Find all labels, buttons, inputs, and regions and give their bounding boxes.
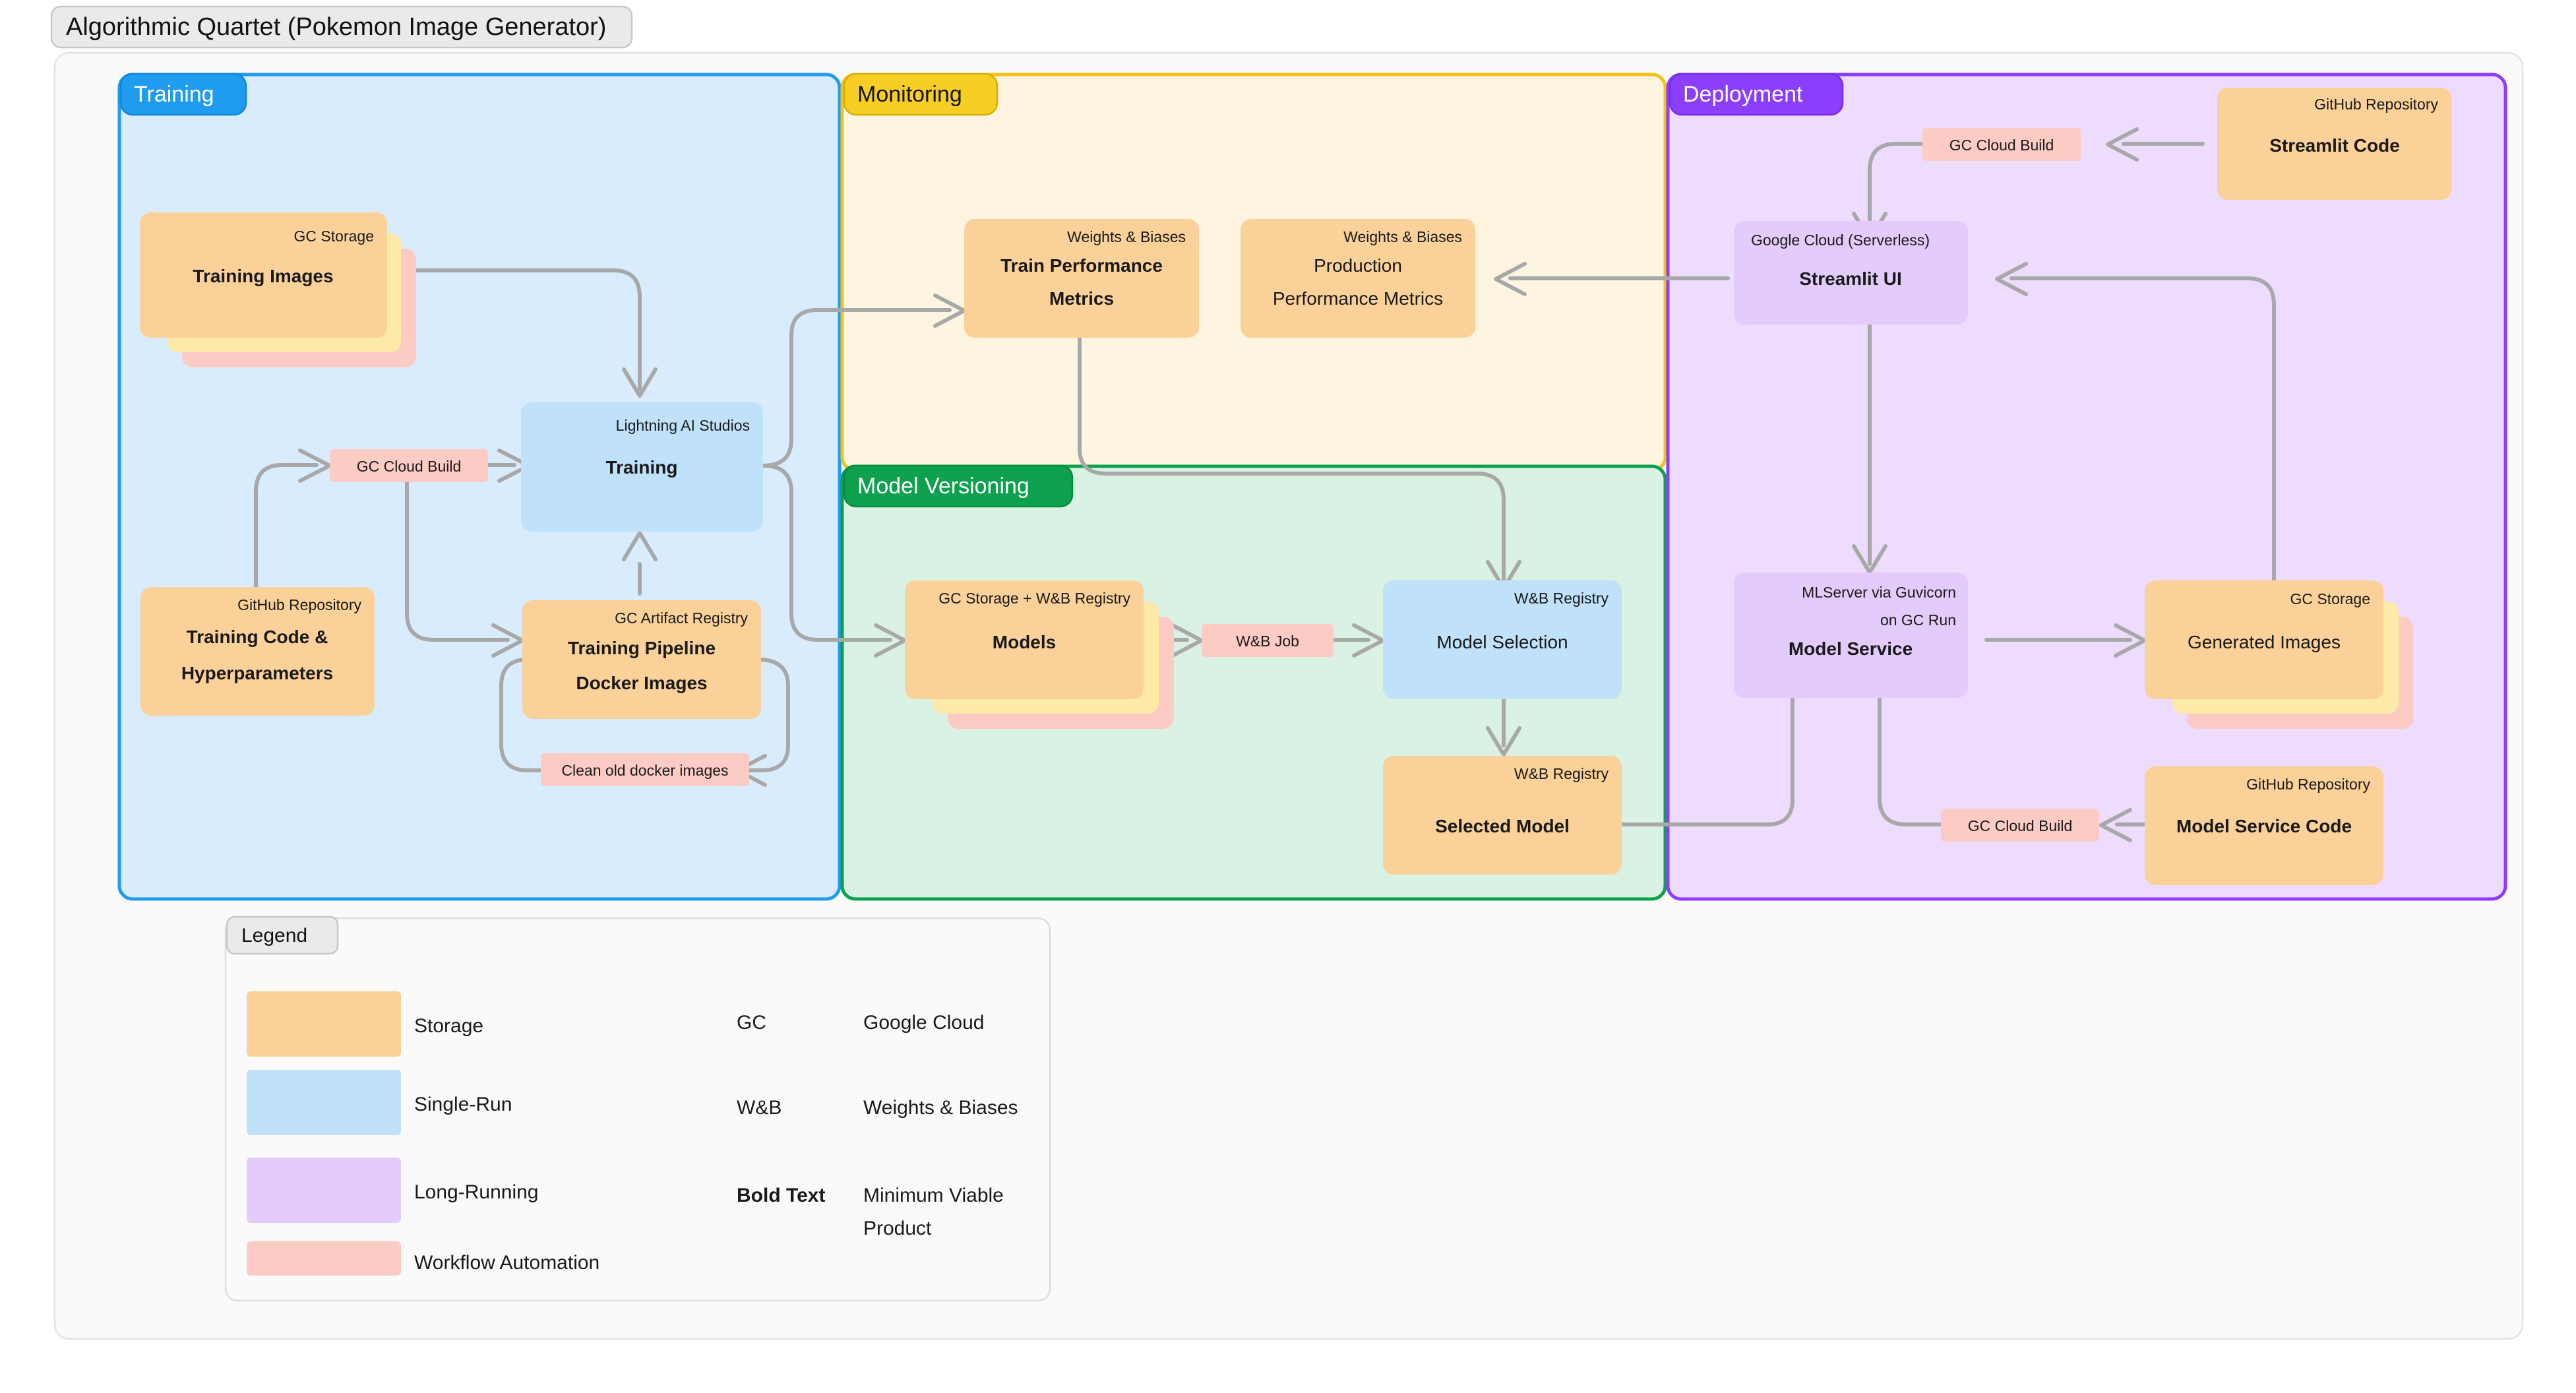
node-model-service-title-2: on GC Run xyxy=(1880,611,1956,629)
node-model-selection-label: Model Selection xyxy=(1436,632,1568,652)
node-model-selection[interactable]: W&B Registry Model Selection xyxy=(1383,580,1622,699)
legend-swatch-long-running xyxy=(247,1158,401,1223)
node-model-service-code-label: Model Service Code xyxy=(2176,816,2352,836)
legend-swatch-workflow-automation xyxy=(247,1241,401,1276)
cluster-label-model-versioning: Model Versioning xyxy=(843,464,1074,508)
node-training-images[interactable]: GC Storage Training Images xyxy=(140,212,416,367)
node-selected-model[interactable]: W&B Registry Selected Model xyxy=(1383,756,1622,875)
node-models-label: Models xyxy=(993,632,1056,652)
edge-label-gc-cloud-build-training-text: GC Cloud Build xyxy=(357,458,462,475)
node-prod-metrics-title: Weights & Biases xyxy=(1343,228,1462,245)
node-selected-model-title: W&B Registry xyxy=(1514,765,1609,782)
edge-label-gc-cloud-build-training: GC Cloud Build xyxy=(330,449,488,482)
edge-label-wandb-job-text: W&B Job xyxy=(1236,633,1299,650)
node-training-label: Training xyxy=(606,457,678,478)
legend: Legend Storage Single-Run Long-Running W… xyxy=(224,915,1051,1302)
legend-abbr-gc-key: GC xyxy=(737,1012,766,1034)
node-streamlit-ui[interactable]: Google Cloud (Serverless) Streamlit UI xyxy=(1734,221,1968,325)
legend-abbr-bold-text-value-1: Minimum Viable xyxy=(863,1185,1004,1206)
node-generated-images[interactable]: GC Storage Generated Images xyxy=(2145,580,2413,729)
node-streamlit-ui-label: Streamlit UI xyxy=(1799,268,1902,289)
node-train-metrics-title: Weights & Biases xyxy=(1067,228,1186,245)
cluster-label-deployment-text: Deployment xyxy=(1683,82,1803,107)
edge-label-gc-cloud-build-service-text: GC Cloud Build xyxy=(1968,817,2073,834)
legend-swatch-single-run xyxy=(247,1070,401,1135)
node-training-images-title: GC Storage xyxy=(294,228,374,245)
edges-layer xyxy=(254,127,2276,842)
legend-abbr-bold-text-value-2: Product xyxy=(863,1218,932,1239)
legend-abbr-bold-text: Bold Text Minimum Viable Product xyxy=(737,1185,1004,1239)
legend-label-workflow-automation: Workflow Automation xyxy=(414,1252,599,1274)
legend-label-single-run: Single-Run xyxy=(414,1094,512,1115)
diagram-title: Algorithmic Quartet (Pokemon Image Gener… xyxy=(50,5,633,49)
node-docker-images-label-1: Training Pipeline xyxy=(568,638,716,658)
node-docker-images-title: GC Artifact Registry xyxy=(615,609,748,627)
cluster-label-monitoring-text: Monitoring xyxy=(857,82,962,107)
node-training-title: Lightning AI Studios xyxy=(616,417,750,434)
legend-label-storage: Storage xyxy=(414,1015,483,1037)
cluster-label-monitoring: Monitoring xyxy=(843,73,998,116)
node-model-selection-title: W&B Registry xyxy=(1514,590,1609,607)
legend-abbr-gc: GC Google Cloud xyxy=(737,1012,984,1034)
node-model-service[interactable]: MLServer via Guvicorn on GC Run Model Se… xyxy=(1734,573,1968,698)
node-prod-metrics[interactable]: Weights & Biases Production Performance … xyxy=(1241,219,1475,338)
diagram-title-text: Algorithmic Quartet (Pokemon Image Gener… xyxy=(66,13,606,41)
edge-label-wandb-job: W&B Job xyxy=(1202,624,1334,657)
node-streamlit-code-title: GitHub Repository xyxy=(2314,96,2438,113)
node-train-metrics-label-2: Metrics xyxy=(1049,288,1114,309)
edge-label-gc-cloud-build-streamlit-text: GC Cloud Build xyxy=(1949,137,2054,154)
legend-abbr-bold-text-key: Bold Text xyxy=(737,1185,825,1206)
node-train-metrics-label-1: Train Performance xyxy=(1000,255,1163,276)
legend-item-single-run: Single-Run xyxy=(247,1070,512,1135)
cluster-label-model-versioning-text: Model Versioning xyxy=(857,474,1029,499)
node-training-images-label: Training Images xyxy=(193,266,333,286)
legend-abbr-wandb-value: Weights & Biases xyxy=(863,1097,1018,1119)
node-training[interactable]: Lightning AI Studios Training xyxy=(521,402,763,532)
node-streamlit-ui-title: Google Cloud (Serverless) xyxy=(1751,232,1930,249)
node-model-service-code-title: GitHub Repository xyxy=(2246,776,2370,793)
legend-abbr-wandb-key: W&B xyxy=(737,1097,782,1119)
cluster-label-training-text: Training xyxy=(134,82,214,107)
legend-abbr-gc-value: Google Cloud xyxy=(863,1012,984,1034)
cluster-label-training: Training xyxy=(119,73,247,116)
node-generated-images-title: GC Storage xyxy=(2290,590,2370,607)
edge-label-gc-cloud-build-streamlit: GC Cloud Build xyxy=(1922,128,2081,161)
legend-item-storage: Storage xyxy=(247,991,483,1057)
node-training-code-title: GitHub Repository xyxy=(237,596,361,613)
node-prod-metrics-label-1: Production xyxy=(1314,255,1402,276)
node-prod-metrics-label-2: Performance Metrics xyxy=(1273,288,1443,309)
node-models[interactable]: GC Storage + W&B Registry Models xyxy=(905,580,1174,729)
edge-label-gc-cloud-build-service: GC Cloud Build xyxy=(1941,809,2099,842)
legend-tab-label: Legend xyxy=(241,925,307,946)
legend-label-long-running: Long-Running xyxy=(414,1181,538,1203)
node-models-title: GC Storage + W&B Registry xyxy=(938,590,1130,607)
legend-item-long-running: Long-Running xyxy=(247,1158,538,1223)
node-model-service-label: Model Service xyxy=(1789,638,1913,659)
node-streamlit-code-label: Streamlit Code xyxy=(2269,135,2400,156)
node-train-metrics[interactable]: Weights & Biases Train Performance Metri… xyxy=(964,219,1199,338)
node-training-code[interactable]: GitHub Repository Training Code & Hyperp… xyxy=(140,587,375,716)
node-training-code-label-1: Training Code & xyxy=(187,627,328,647)
legend-abbr-wandb: W&B Weights & Biases xyxy=(737,1097,1018,1119)
node-model-service-title-1: MLServer via Guvicorn xyxy=(1802,584,1956,601)
edge-label-clean-old-docker: Clean old docker images xyxy=(541,753,749,786)
cluster-label-deployment: Deployment xyxy=(1669,73,1844,116)
edge-label-clean-old-docker-text: Clean old docker images xyxy=(561,762,728,779)
node-docker-images[interactable]: GC Artifact Registry Training Pipeline D… xyxy=(522,600,761,719)
node-training-code-label-2: Hyperparameters xyxy=(181,663,333,683)
node-docker-images-label-2: Docker Images xyxy=(576,673,707,693)
legend-swatch-storage xyxy=(247,991,401,1057)
node-selected-model-label: Selected Model xyxy=(1435,816,1570,836)
node-streamlit-code[interactable]: GitHub Repository Streamlit Code xyxy=(2217,88,2451,200)
legend-item-workflow-automation: Workflow Automation xyxy=(247,1241,599,1276)
node-generated-images-label: Generated Images xyxy=(2188,632,2341,652)
node-model-service-code[interactable]: GitHub Repository Model Service Code xyxy=(2145,766,2383,885)
